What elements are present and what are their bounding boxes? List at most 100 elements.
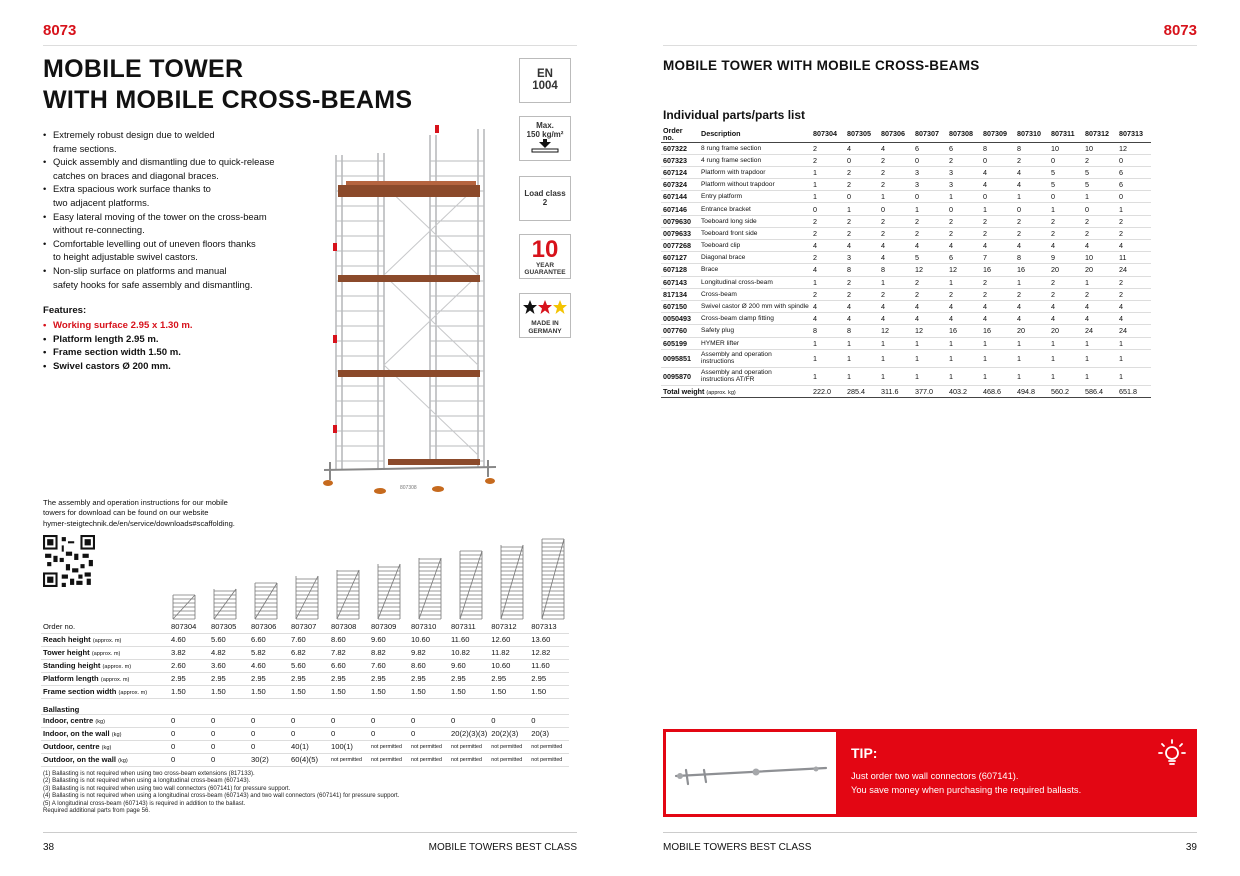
parts-cell: 2 xyxy=(1117,288,1151,301)
parts-cell: 1 xyxy=(1049,337,1083,350)
parts-cell: 8 xyxy=(879,263,913,277)
spec-column-header: 807308 xyxy=(329,620,369,634)
parts-cell: 8 xyxy=(1015,142,1049,155)
parts-cell: 1 xyxy=(1083,349,1117,368)
spec-cell: 9.60 xyxy=(369,633,409,647)
spec-row-label: Standing height (approx. m) xyxy=(41,659,169,673)
parts-cell: 1 xyxy=(981,367,1015,386)
total-weight-cell: 651.8 xyxy=(1117,384,1151,398)
spec-cell: 1.50 xyxy=(489,685,530,699)
parts-cell: 1 xyxy=(811,337,845,350)
footer-brand: MOBILE TOWERS BEST CLASS xyxy=(428,842,577,853)
spec-cell: 7.82 xyxy=(329,646,369,660)
parts-cell: 2 xyxy=(1083,154,1117,167)
parts-cell: 4 xyxy=(981,312,1015,326)
ballast-cell: 60(4)(5) xyxy=(289,753,329,767)
parts-cell: 8 xyxy=(811,324,845,338)
parts-cell: 2 xyxy=(845,215,879,228)
parts-cell: 1 xyxy=(811,178,845,192)
image-caption: 807308 xyxy=(400,485,417,491)
ballast-cell: 0 xyxy=(289,727,329,741)
ballast-cell: 0 xyxy=(369,727,409,741)
parts-cell: 8 xyxy=(981,142,1015,155)
parts-column-header: 807311 xyxy=(1049,126,1083,143)
spec-label-unit: (approx. m) xyxy=(118,690,148,696)
page-code: 8073 xyxy=(1163,22,1197,39)
parts-cell: 1 xyxy=(879,367,913,386)
guarantee-years: 10 xyxy=(531,236,559,263)
spec-cell: 11.82 xyxy=(489,646,530,660)
parts-cell: 1 xyxy=(1117,349,1151,368)
parts-cell: 1 xyxy=(879,276,913,289)
parts-column-header: 807309 xyxy=(981,126,1015,143)
parts-cell: 4 xyxy=(845,312,879,326)
spec-cell: 7.60 xyxy=(289,633,329,647)
ballast-cell: 0 xyxy=(529,714,570,728)
parts-cell: 4 xyxy=(947,312,981,326)
parts-cell: 4 xyxy=(811,312,845,326)
spec-cell: 2.95 xyxy=(409,672,449,686)
part-description: Cross-beam xyxy=(699,288,811,301)
parts-cell: 1 xyxy=(1083,337,1117,350)
parts-cell: 1 xyxy=(1083,190,1117,204)
parts-cell: 3 xyxy=(845,251,879,265)
ballast-cell: 40(1) xyxy=(289,740,329,754)
part-number: 0050493 xyxy=(661,312,699,326)
part-number: 607323 xyxy=(661,154,699,167)
left-page: 8073 MOBILE TOWER WITH MOBILE CROSS-BEAM… xyxy=(0,0,620,876)
parts-desc-label: Description xyxy=(699,126,811,143)
footnote: (5) A longitudinal cross-beam (607143) i… xyxy=(43,799,246,807)
parts-order-label: Order no. xyxy=(661,126,699,143)
parts-cell: 2 xyxy=(981,288,1015,301)
parts-cell: 2 xyxy=(1117,215,1151,228)
part-description: Longitudinal cross-beam xyxy=(699,276,811,289)
benefit-list: Extremely robust design due to welded fr… xyxy=(43,128,333,291)
parts-cell: 6 xyxy=(947,251,981,265)
qr-code-icon[interactable] xyxy=(43,535,95,587)
parts-cell: 20 xyxy=(1049,263,1083,277)
ballast-cell: 0 xyxy=(169,727,209,741)
ballast-cell: 0 xyxy=(209,753,249,767)
made-in-label: MADE IN xyxy=(531,320,559,327)
parts-cell: 4 xyxy=(1083,312,1117,326)
spec-column-header: 807310 xyxy=(409,620,449,634)
parts-cell: 3 xyxy=(947,166,981,180)
parts-cell: 11 xyxy=(1117,251,1151,265)
ballast-cell: not permitted xyxy=(489,740,530,754)
spec-cell: 6.60 xyxy=(329,659,369,673)
part-description: Entrance bracket xyxy=(699,202,811,216)
parts-cell: 10 xyxy=(1083,251,1117,265)
spec-column-header: 807311 xyxy=(449,620,490,634)
total-weight-unit: (approx. kg) xyxy=(706,389,736,396)
ballast-cell: 100(1) xyxy=(329,740,369,754)
parts-column-header: 807313 xyxy=(1117,126,1151,143)
parts-cell: 4 xyxy=(845,142,879,155)
parts-cell: 4 xyxy=(1015,312,1049,326)
parts-cell: 2 xyxy=(947,154,981,167)
part-number: 0095851 xyxy=(661,349,699,368)
part-number: 607143 xyxy=(661,276,699,289)
ballast-cell: not permitted xyxy=(409,753,449,767)
part-description: Toeboard front side xyxy=(699,227,811,241)
part-number: 0079630 xyxy=(661,215,699,228)
benefit-item: Extremely robust design due to welded fr… xyxy=(43,128,333,155)
parts-cell: 1 xyxy=(845,337,879,350)
part-description: Platform without trapdoor xyxy=(699,178,811,192)
ballast-cell: 0 xyxy=(329,727,369,741)
part-number: 607146 xyxy=(661,202,699,216)
mini-tower-icon xyxy=(295,575,319,620)
parts-cell: 0 xyxy=(1049,154,1083,167)
part-number: 607322 xyxy=(661,142,699,155)
features-list: Working surface 2.95 x 1.30 m. Platform … xyxy=(43,319,193,373)
parts-cell: 0 xyxy=(913,190,947,204)
parts-cell: 2 xyxy=(1015,215,1049,228)
spec-row-label: Reach height (approx. m) xyxy=(41,633,169,647)
spec-cell: 1.50 xyxy=(409,685,449,699)
parts-cell: 4 xyxy=(1049,239,1083,253)
spec-cell: 12.82 xyxy=(529,646,570,660)
